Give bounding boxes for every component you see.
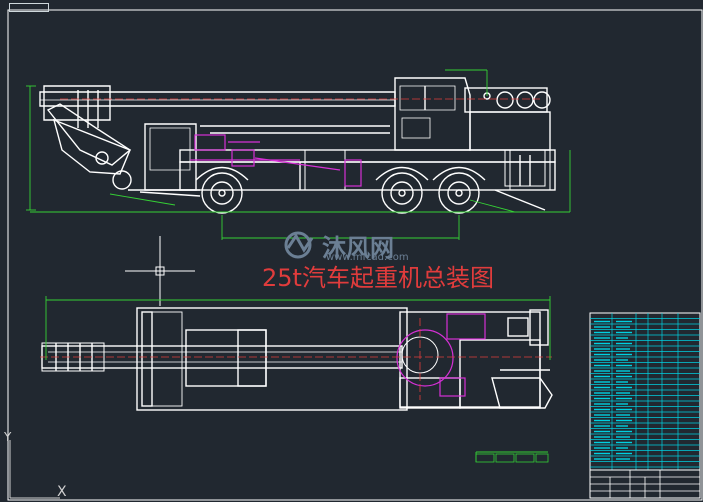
side-view: [39, 77, 556, 214]
wheel-rear-2: [438, 172, 480, 214]
watermark-logo-icon: [284, 231, 314, 259]
drawing-frame: [7, 9, 703, 501]
title-block: [589, 469, 701, 499]
side-view-hydraulics: [190, 134, 362, 187]
load-legend-boxes: [475, 453, 549, 463]
top-view-hydraulics: [396, 313, 486, 397]
wheel-front: [201, 172, 243, 214]
top-view: [41, 307, 553, 411]
driver-cabin: [394, 77, 471, 151]
drawing-corner-tag: [9, 3, 49, 12]
ucs-axis-icon: [9, 440, 60, 499]
top-view-dimensions: [45, 296, 551, 462]
parts-table-text-marks: [594, 320, 632, 460]
wheel-rear-1: [381, 172, 423, 214]
cad-cursor-crosshair[interactable]: [125, 236, 195, 306]
watermark-url: www.mfcad.com: [326, 252, 409, 263]
axis-x-label: X: [57, 484, 67, 500]
side-view-dimensions: [26, 69, 571, 240]
drawing-title: 25t汽车起重机总装图: [262, 264, 494, 292]
top-view-centerline: [40, 318, 552, 400]
axis-y-label: Y: [4, 430, 12, 444]
parts-table: [589, 312, 701, 471]
watermark-text: 沐风网: [322, 234, 394, 262]
